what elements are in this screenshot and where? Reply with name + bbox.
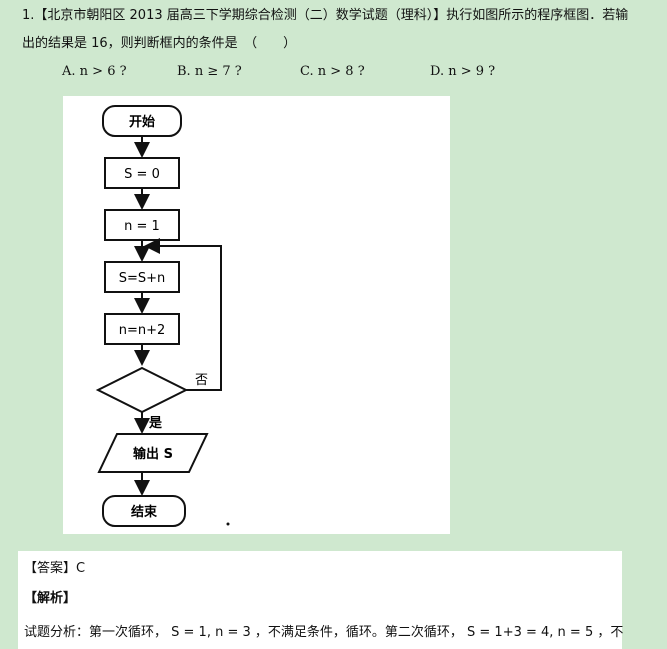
update-n-label: n=n+2 [119, 323, 166, 338]
output-label: 输出 S [133, 446, 173, 462]
option-d-text: n > 9 ? [448, 64, 496, 79]
no-label: 否 [195, 373, 208, 388]
answer-panel: 【答案】C 【解析】 试题分析：第一次循环， S = 1, n = 3 ，不满足… [18, 551, 624, 649]
yes-label: 是 [148, 416, 163, 431]
option-a-letter: A. [62, 64, 76, 79]
option-b: B. n ≥ 7 ? [177, 64, 242, 79]
update-s-label: S=S+n [119, 271, 166, 286]
no-loop-line [144, 238, 222, 391]
explanation-heading: 【解析】 [24, 591, 77, 606]
flowchart-diagram: 开始 S = 0 n = 1 S=S+n n=n+2 否 是 输出 S 结束 [95, 105, 230, 527]
end-terminal [102, 495, 186, 527]
flowchart-panel: 开始 S = 0 n = 1 S=S+n n=n+2 否 是 输出 S 结束 [63, 96, 450, 534]
option-b-letter: B. [177, 64, 191, 79]
output-parallelogram [97, 433, 209, 473]
answer-label: 【答案】C [24, 561, 86, 576]
option-d: D. n > 9 ? [430, 64, 495, 79]
option-b-text: n ≥ 7 ? [194, 64, 242, 79]
option-c-text: n > 8 ? [317, 64, 365, 79]
question-line-1: 1.【北京市朝阳区 2013 届高三下学期综合检测（二）数学试题（理科）】执行如… [22, 8, 629, 23]
question-line-2: 出的结果是 16，则判断框内的条件是 （ ） [22, 36, 297, 51]
init-s-label: S = 0 [124, 167, 160, 182]
decision-diamond [95, 366, 189, 414]
option-a-text: n > 6 ? [79, 64, 127, 79]
option-c-letter: C. [300, 64, 314, 79]
init-n-label: n = 1 [124, 219, 160, 234]
start-label: 开始 [129, 114, 155, 130]
option-c: C. n > 8 ? [300, 64, 365, 79]
option-a: A. n > 6 ? [62, 64, 127, 79]
end-label: 结束 [131, 504, 158, 520]
explanation-text: 试题分析：第一次循环， S = 1, n = 3 ，不满足条件，循环。第二次循环… [24, 625, 624, 640]
option-d-letter: D. [430, 64, 445, 79]
